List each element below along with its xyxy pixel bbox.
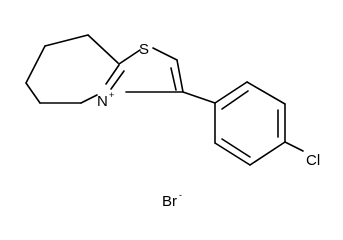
bond-c7-c6 (25, 45, 46, 84)
counterion-bromide: Br (162, 193, 177, 210)
bond-ar1-ar2 (214, 81, 248, 104)
bond-c6-c5 (25, 82, 41, 104)
bond-s-c2 (152, 47, 178, 61)
counterion-bromide-charge: - (179, 190, 182, 200)
bond-c3-aryl (182, 91, 216, 104)
bond-ar5-ar6 (214, 142, 251, 166)
bond-ar1-ar2-inner (221, 90, 249, 110)
bond-ar4-cl (284, 141, 304, 152)
atom-nitrogen-charge: + (109, 90, 114, 100)
bond-ar2-ar3 (246, 81, 286, 105)
bond-c8a-s (118, 49, 141, 65)
structure-diagram: S N + Cl Br - (25, 34, 320, 210)
bond-c2-c3-inner (170, 67, 177, 91)
bond-c2-c3-outer (176, 59, 184, 93)
atom-chlorine: Cl (306, 152, 320, 169)
bond-ar4-ar5 (249, 141, 286, 166)
atom-nitrogen: N (97, 93, 108, 110)
bond-c8-c7 (44, 34, 89, 47)
atom-sulfur: S (139, 41, 149, 58)
bond-n-c8a-inner (110, 70, 125, 90)
bond-n-c8a-outer (105, 64, 120, 85)
bond-c8a-c8 (87, 34, 119, 64)
bond-ar5-ar6-inner (221, 138, 251, 158)
bond-c4-n (80, 94, 98, 104)
